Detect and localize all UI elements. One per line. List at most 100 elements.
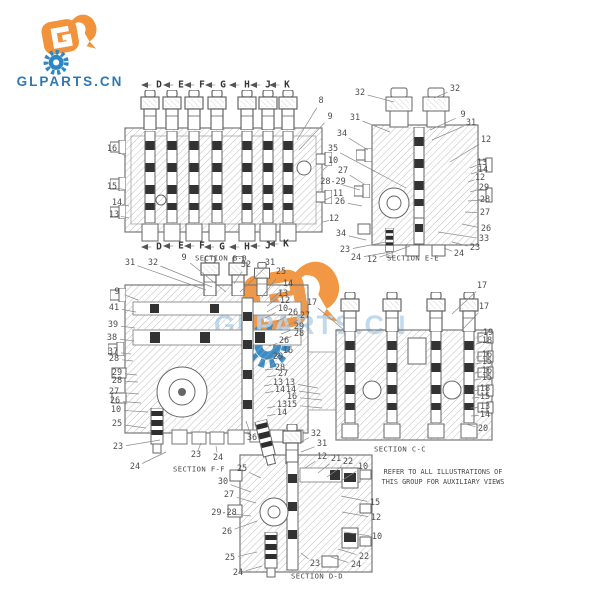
leader-line xyxy=(122,203,130,207)
leader-line xyxy=(379,245,411,258)
callout-b-b-18-8: 8 xyxy=(318,95,324,106)
callout-f-f-32-26: 26 xyxy=(278,335,290,346)
leader-line xyxy=(120,325,136,329)
callout-b-b-14-16: 16 xyxy=(106,143,118,154)
callout-f-f-43-15: 15 xyxy=(286,399,298,410)
callout-f-f-41-16: 16 xyxy=(286,391,298,402)
callout-f-f-42-13: 13 xyxy=(276,399,288,410)
leader-line xyxy=(467,179,475,183)
callout-d-d-0-32: 32 xyxy=(310,428,322,439)
leader-line xyxy=(367,94,395,103)
site-logo-text: GLPARTS.CN xyxy=(16,74,124,89)
leader-line xyxy=(465,423,476,428)
leader-line xyxy=(280,329,292,335)
leader-line xyxy=(122,401,142,404)
leader-line xyxy=(304,461,316,469)
leader-line xyxy=(245,565,263,572)
leader-line xyxy=(339,152,407,189)
callout-f-f-18-23: 23 xyxy=(112,441,124,452)
leader-line xyxy=(340,471,357,482)
leader-line xyxy=(121,359,134,362)
leader-line xyxy=(340,183,361,191)
callout-e-e-4-28-29: 28-29 xyxy=(320,176,346,187)
callout-f-f-20-23: 23 xyxy=(190,449,202,460)
port-letter-b-b-6-K: K xyxy=(284,79,290,91)
leader-line xyxy=(121,309,137,313)
leader-line xyxy=(317,463,330,474)
port-letter-b-b-9-F: F xyxy=(199,240,205,252)
leader-line xyxy=(451,291,477,315)
callout-f-f-11-28: 28 xyxy=(108,353,120,364)
callout-f-f-28-27: 27 xyxy=(299,310,311,321)
diagram-section-e-e xyxy=(354,87,493,258)
callout-f-f-38-13: 13 xyxy=(284,377,296,388)
callout-d-d-6-25: 25 xyxy=(236,463,248,474)
leader-line xyxy=(231,513,252,517)
note-line-2: THIS GROUP FOR AUXILIARY VIEWS xyxy=(381,478,505,487)
port-letter-b-b-0-D: D xyxy=(156,79,162,91)
leader-line xyxy=(352,241,387,249)
excavator-logo-icon xyxy=(28,8,106,76)
callout-c-c-7-15: 15 xyxy=(481,372,493,383)
callout-f-f-23-14: 14 xyxy=(282,278,294,289)
leader-line xyxy=(121,392,140,395)
leader-line xyxy=(443,247,453,252)
callout-f-f-30-29: 29 xyxy=(293,321,305,332)
leader-line xyxy=(474,362,482,365)
callout-d-d-14-24: 24 xyxy=(350,559,362,570)
leader-line xyxy=(120,215,130,219)
leader-line xyxy=(326,466,342,478)
leader-line xyxy=(343,531,370,537)
callout-c-c-10-13: 13 xyxy=(479,401,491,412)
leader-line xyxy=(337,548,357,555)
callout-f-f-33-16: 16 xyxy=(282,345,294,356)
callout-f-f-39-14: 14 xyxy=(274,384,286,395)
leader-line xyxy=(272,352,282,356)
leader-line xyxy=(236,496,257,504)
callout-c-c-8-18: 18 xyxy=(479,383,491,394)
leader-line xyxy=(451,241,468,247)
callout-f-f-37-13: 13 xyxy=(272,377,284,388)
leader-line xyxy=(280,336,292,341)
callout-f-f-6-9: 9 xyxy=(114,286,120,297)
leader-line xyxy=(470,407,479,409)
leader-line xyxy=(266,375,276,378)
callout-d-d-10-26: 26 xyxy=(221,526,233,537)
leader-line xyxy=(348,235,367,241)
callout-c-c-1-17: 17 xyxy=(478,301,490,312)
leader-line xyxy=(469,189,478,193)
callout-e-e-24-26: 26 xyxy=(480,223,492,234)
leader-line xyxy=(266,414,276,417)
callout-c-c-12-20: 20 xyxy=(477,423,489,434)
callout-f-f-2-9: 9 xyxy=(181,252,187,263)
leader-line xyxy=(299,405,323,409)
diagram-section-f-f xyxy=(108,256,337,454)
callout-e-e-11-12: 12 xyxy=(366,254,378,265)
callout-f-f-13-28: 28 xyxy=(111,375,123,386)
callout-e-e-0-34: 34 xyxy=(336,128,348,139)
leader-line xyxy=(473,378,482,381)
callout-f-f-16-10: 10 xyxy=(110,404,122,415)
callout-d-d-15-22: 22 xyxy=(358,551,370,562)
leader-line xyxy=(189,262,227,293)
leader-line xyxy=(197,442,202,450)
callout-f-f-14-27: 27 xyxy=(108,386,120,397)
port-letter-b-b-5-J: J xyxy=(265,79,271,91)
callout-f-f-40-14: 14 xyxy=(285,384,297,395)
leader-line xyxy=(471,397,480,399)
callout-f-f-4-31: 31 xyxy=(264,257,276,268)
leader-line xyxy=(270,289,283,301)
callout-d-d-18-10: 10 xyxy=(371,531,383,542)
callout-d-d-8-27: 27 xyxy=(223,489,235,500)
leader-line xyxy=(120,352,132,355)
callout-d-d-13-23: 23 xyxy=(309,558,321,569)
callout-e-e-21-29: 29 xyxy=(478,182,490,193)
callout-d-d-17-12: 12 xyxy=(370,512,382,523)
callout-c-c-6-16: 16 xyxy=(481,365,493,376)
leader-line xyxy=(431,125,464,141)
callout-b-b-17-13: 13 xyxy=(108,209,120,220)
port-letter-b-b-7-D: D xyxy=(156,241,162,253)
section-title-f-f: SECTION F-F xyxy=(173,464,225,474)
